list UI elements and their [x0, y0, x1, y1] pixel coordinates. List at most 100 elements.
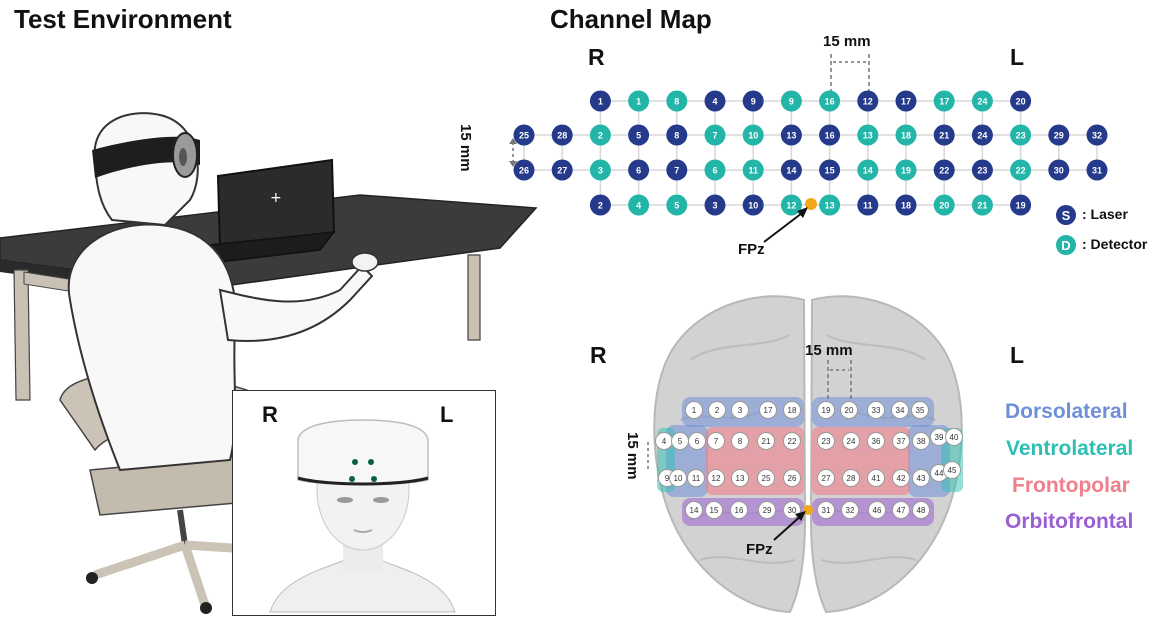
- brain-channel: [685, 401, 703, 419]
- detector-optode: [589, 124, 611, 146]
- brain-channel: [867, 469, 885, 487]
- brain-channel: [892, 432, 910, 450]
- optode-number: 10: [748, 201, 758, 211]
- optode-number: 26: [519, 166, 529, 176]
- brain-map-left-label: L: [1010, 342, 1025, 368]
- optode-number: 23: [1016, 131, 1026, 141]
- laser-optode: [857, 194, 879, 216]
- laser-optode: [819, 159, 841, 181]
- brain-channel: [892, 469, 910, 487]
- optode-number: 5: [636, 131, 641, 141]
- brain-map-fpz-label: FPz: [746, 541, 773, 558]
- brain-channel-number: 35: [916, 406, 925, 415]
- brain-channel: [731, 432, 749, 450]
- brain-channel-number: 42: [897, 474, 906, 483]
- brain-channel: [817, 469, 835, 487]
- brain-channel-number: 10: [674, 474, 683, 483]
- laser-optode: [895, 90, 917, 112]
- brain-channel-number: 41: [872, 474, 881, 483]
- brain-channel-number: 15: [710, 506, 719, 515]
- brain-channel: [759, 401, 777, 419]
- laser-optode: [933, 159, 955, 181]
- channel-map-left-label: L: [1010, 44, 1025, 70]
- brain-channel-number: 27: [822, 474, 831, 483]
- laser-optode: [666, 124, 688, 146]
- optode-number: 14: [786, 166, 796, 176]
- optode-number: 28: [557, 131, 567, 141]
- laser-optode: [589, 90, 611, 112]
- inset-eye-right: [337, 497, 353, 503]
- legend-ventrolateral: Ventrolateral: [1006, 437, 1134, 460]
- brain-channel: [730, 501, 748, 519]
- brain-channel-number: 36: [872, 437, 881, 446]
- optode-number: 17: [901, 97, 911, 107]
- optode-number: 13: [863, 131, 873, 141]
- brain-channel-number: 32: [846, 506, 855, 515]
- laser-optode: [704, 194, 726, 216]
- optode-number: 7: [712, 131, 717, 141]
- optode-number: 9: [751, 97, 756, 107]
- headband-sensor-inner: [179, 148, 187, 166]
- legend-detector-label: : Detector: [1082, 236, 1148, 252]
- detector-optode: [819, 90, 841, 112]
- optode-number: 25: [519, 131, 529, 141]
- laser-optode: [895, 194, 917, 216]
- brain-channel-number: 43: [917, 474, 926, 483]
- detector-optode: [742, 159, 764, 181]
- fpz-arrow-line: [763, 209, 807, 243]
- inset-optode-4: [371, 476, 377, 482]
- laser-optode: [857, 90, 879, 112]
- optode-number: 22: [1016, 166, 1026, 176]
- brain-channel-number: 39: [935, 433, 944, 442]
- chair-wheel-1: [86, 572, 98, 584]
- brain-channel-number: 23: [822, 437, 831, 446]
- brain-channel: [911, 401, 929, 419]
- optode-number: 8: [674, 97, 679, 107]
- laser-optode: [666, 159, 688, 181]
- brain-channel-number: 3: [738, 406, 743, 415]
- optode-number: 18: [901, 131, 911, 141]
- brain-channel-number: 45: [948, 466, 957, 475]
- brain-channel-number: 31: [822, 506, 831, 515]
- brain-channel-number: 34: [896, 406, 905, 415]
- detector-optode: [971, 194, 993, 216]
- detector-optode: [971, 90, 993, 112]
- brain-map-right-label: R: [590, 342, 607, 368]
- optode-number: 20: [939, 201, 949, 211]
- brain-channel: [867, 432, 885, 450]
- brain-channel: [912, 432, 930, 450]
- brain-channel: [842, 432, 860, 450]
- brain-fpz-arrow-head: [795, 511, 806, 521]
- optode-number: 21: [939, 131, 949, 141]
- laser-optode: [1010, 90, 1032, 112]
- laser-optode: [971, 159, 993, 181]
- laser-optode: [971, 124, 993, 146]
- brain-channel-number: 16: [735, 506, 744, 515]
- fixation-cross: +: [270, 190, 282, 206]
- brain-channel-number: 1: [692, 406, 697, 415]
- channel-map-fpz-label: FPz: [738, 241, 765, 258]
- brain-channel: [912, 501, 930, 519]
- brain-map-spacing-h: 15 mm: [805, 342, 853, 359]
- optode-number: 19: [901, 166, 911, 176]
- legend-orbitofrontal: Orbitofrontal: [1005, 510, 1134, 533]
- brain-channel: [817, 401, 835, 419]
- laser-optode: [780, 159, 802, 181]
- brain-channel: [867, 401, 885, 419]
- laser-optode: [742, 90, 764, 112]
- desk-leg-left: [13, 269, 31, 401]
- brain-channel: [758, 501, 776, 519]
- laser-optode: [780, 124, 802, 146]
- detector-optode: [1010, 124, 1032, 146]
- brain-channel-number: 19: [822, 406, 831, 415]
- brain-channel: [840, 401, 858, 419]
- laser-optode: [704, 90, 726, 112]
- legend-detector-swatch: [1056, 235, 1076, 255]
- laser-optode: [551, 159, 573, 181]
- brain-channel-number: 48: [917, 506, 926, 515]
- desk-leg-right: [467, 254, 481, 341]
- brain-channel-number: 46: [873, 506, 882, 515]
